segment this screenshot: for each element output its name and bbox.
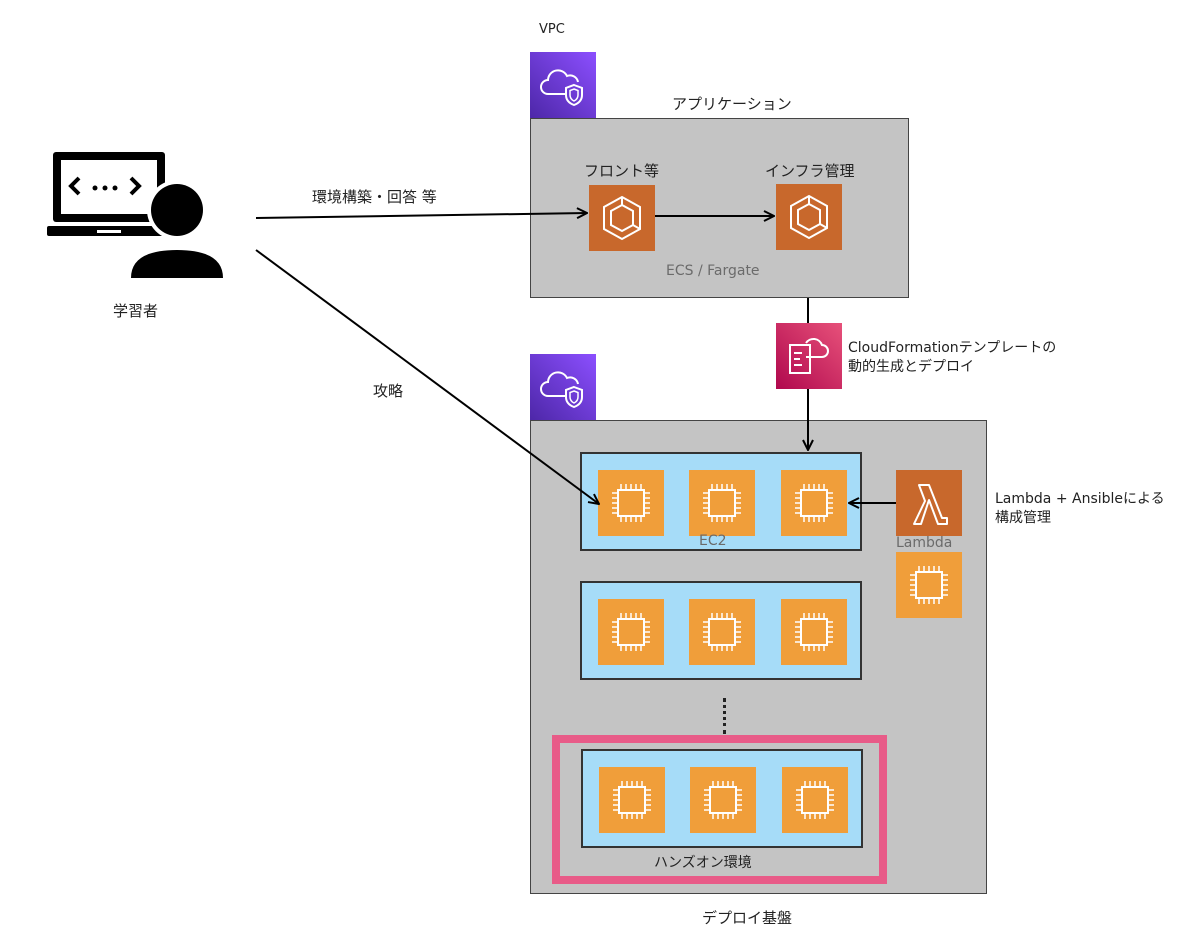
ec2-icon: [689, 470, 755, 536]
ecs-fargate-label: ECS / Fargate: [666, 263, 760, 279]
lambda-icon: [896, 470, 962, 536]
learner-icon: [45, 148, 225, 288]
ecs-front-icon: [589, 185, 655, 251]
cloudformation-icon: [776, 323, 842, 389]
lambda-ec2-icon: [896, 552, 962, 618]
ec2-icon: [689, 599, 755, 665]
infra-label: インフラ管理: [765, 162, 855, 180]
learner-label: 学習者: [113, 302, 159, 320]
ec2-icon: [598, 470, 664, 536]
cloudformation-label-line1: CloudFormationテンプレートの: [848, 340, 1057, 356]
build-answer-label: 環境構築・回答 等: [312, 188, 437, 206]
vpc-label: VPC: [539, 22, 565, 37]
ec2-icon: [599, 767, 665, 833]
application-title: アプリケーション: [672, 95, 792, 113]
vpc-deploy-icon: [530, 354, 596, 420]
lambda-label: Lambda: [896, 535, 953, 551]
cloudformation-label-line2: 動的生成とデプロイ: [848, 359, 974, 375]
handson-highlight-frame: [552, 735, 887, 884]
ec2-icon: [782, 767, 848, 833]
ec2-icon: [690, 767, 756, 833]
handson-label: ハンズオン環境: [654, 855, 752, 871]
arrow-learner-to-front: [255, 213, 587, 218]
front-label: フロント等: [584, 162, 660, 180]
ec2-icon: [598, 599, 664, 665]
attack-label: 攻略: [373, 382, 404, 400]
lambda-note-line1: Lambda + Ansibleによる: [995, 491, 1165, 507]
ec2-icon: [781, 599, 847, 665]
ecs-infra-icon: [776, 184, 842, 250]
lambda-note-line2: 構成管理: [995, 510, 1051, 526]
vpc-icon: [530, 52, 596, 118]
ec2-label: EC2: [699, 533, 727, 549]
arrow-learner-to-ec2: [255, 249, 599, 504]
ec2-icon: [781, 470, 847, 536]
more-environments-ellipsis: [723, 698, 726, 734]
deploy-title: デプロイ基盤: [702, 909, 793, 927]
